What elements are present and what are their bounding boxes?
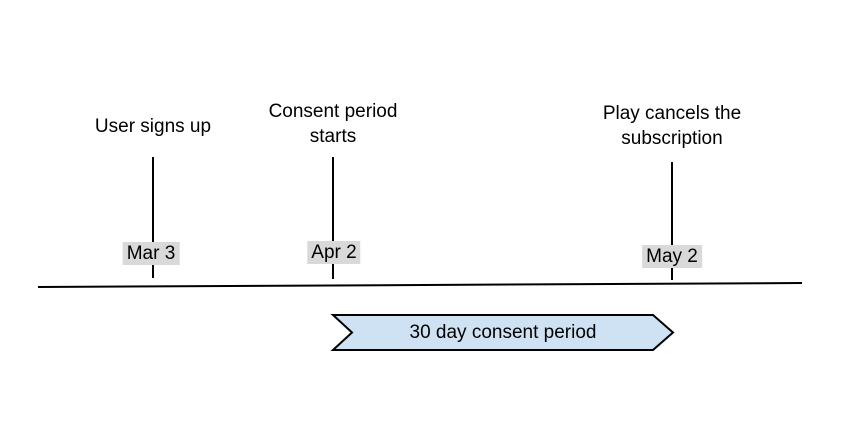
event-date-apr-2: Apr 2 <box>307 241 361 264</box>
event-tick-mar-3 <box>152 157 154 278</box>
event-date-may-2: May 2 <box>642 245 702 268</box>
event-title-consent-period-starts: Consent period starts <box>268 101 398 147</box>
event-date-mar-3: Mar 3 <box>122 242 180 265</box>
event-tick-may-2 <box>671 162 673 280</box>
event-title-play-cancels-subscription: Play cancels the subscription <box>602 103 742 149</box>
timeline-axis-line <box>37 282 803 288</box>
consent-period-banner-label: 30 day consent period <box>409 322 597 343</box>
event-title-user-signs-up: User signs up <box>94 116 212 137</box>
event-tick-apr-2 <box>332 157 334 279</box>
